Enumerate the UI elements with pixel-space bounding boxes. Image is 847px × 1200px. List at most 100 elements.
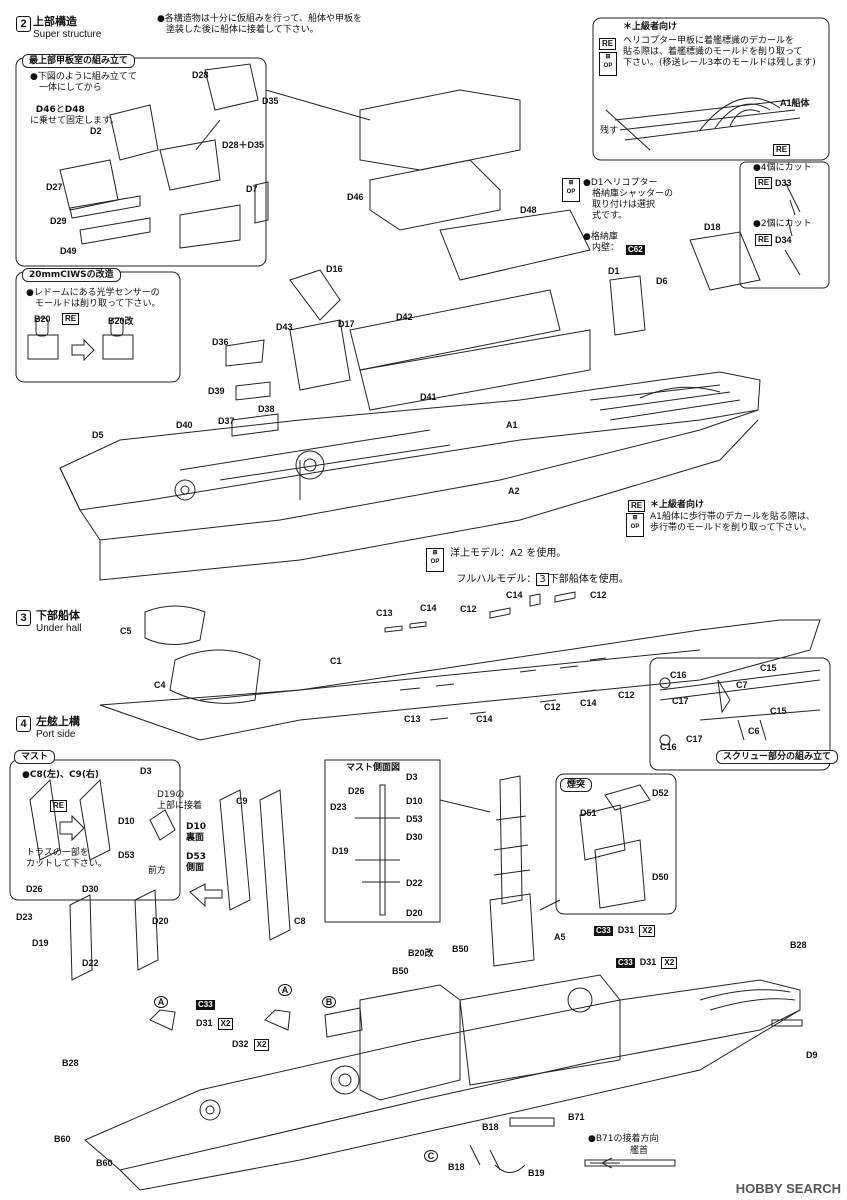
part-label: D22 — [82, 958, 99, 968]
hull-step3 — [99, 591, 821, 741]
label-a1-hull: A1船体 — [780, 98, 810, 108]
cut4-text: ●4個にカット — [753, 163, 812, 173]
part-label: D1 — [608, 266, 620, 276]
part-label: C12 — [590, 590, 607, 600]
part-label: C12 — [544, 702, 561, 712]
part-label: D29 — [50, 216, 67, 226]
part-d48-ref: D48 — [64, 105, 85, 115]
hull-step2 — [59, 371, 761, 581]
part-label: C — [424, 1150, 438, 1162]
part-label: D7 — [246, 184, 258, 194]
part-label: D10 — [118, 816, 135, 826]
mast-c8c9: ●C8(左)、C9(右) — [22, 770, 100, 780]
part-label: D28＋D35 — [222, 140, 265, 150]
re-badge-cut2: RE — [755, 234, 773, 246]
part-label: B50 — [452, 944, 469, 954]
b71-note-l1: ●B71の接着方向 — [588, 1134, 659, 1144]
label-d31-b: D31 — [639, 957, 657, 967]
part-label: D19 — [32, 938, 49, 948]
part-label: D40 — [176, 420, 193, 430]
part-label: B — [322, 996, 336, 1008]
funnel-art — [579, 784, 651, 909]
step4-number: 4 — [16, 716, 31, 732]
part-label: B60 — [96, 1158, 113, 1168]
box-funnel-frame — [555, 773, 677, 915]
part-label: D26 — [348, 786, 365, 796]
op-icon-door: ⊞OP — [562, 178, 580, 202]
part-label: C12 — [618, 690, 635, 700]
part-label: D3 — [140, 766, 152, 776]
x2-badge-4: X2 — [253, 1039, 270, 1051]
part-label: C14 — [476, 714, 493, 724]
part-label: D48 — [520, 205, 537, 215]
part-label: D9 — [806, 1050, 818, 1060]
b71-arrow-art — [584, 1157, 676, 1169]
part-label: D51 — [580, 808, 597, 818]
d10-back-note: D10 裏面 — [186, 822, 206, 843]
part-label: D17 — [338, 319, 355, 329]
adv2-head: ＊上級者向け — [650, 500, 705, 510]
part-d46-ref: D46 — [35, 105, 56, 115]
box-mast-frame — [9, 759, 181, 901]
part-label: C17 — [686, 734, 703, 744]
part-label: A2 — [508, 486, 520, 496]
op-note-l2c: 下部船体を使用。 — [548, 574, 629, 585]
screw-label: スクリュー部分の組み立て — [716, 750, 839, 764]
part-label: D42 — [396, 312, 413, 322]
front-note: 前方 — [148, 866, 167, 876]
part-label: D50 — [652, 872, 669, 882]
part-label: C12 — [460, 604, 477, 614]
c33-tag-3: C33 D31 X2 — [196, 992, 234, 1030]
part-label: A1 — [506, 420, 518, 430]
re-badge-adv2: RE — [628, 500, 646, 512]
re-badge-cut4: RE — [755, 177, 773, 189]
c33-badge-3: C33 — [196, 1000, 215, 1010]
mast-text: トラスの一部を カットして下さい。 — [26, 848, 107, 869]
box-top-tail: に乗せて固定します。 — [30, 116, 120, 126]
step4-en: Port side — [36, 729, 76, 740]
part-label: B18 — [448, 1162, 465, 1172]
part-label: C5 — [120, 626, 132, 636]
label-b20kai: B20改 — [108, 316, 134, 326]
part-label: C14 — [506, 590, 523, 600]
part-label: D43 — [276, 322, 293, 332]
re-badge-mast: RE — [50, 800, 68, 812]
heli-deck-art — [614, 97, 801, 141]
step3-title: 下部船体 — [36, 609, 80, 622]
op-note-l2a: フルハルモデル： — [456, 574, 537, 585]
part-label: D5 — [92, 430, 104, 440]
part-label: D30 — [406, 832, 423, 842]
part-label: D39 — [208, 386, 225, 396]
hangar-text: ●格納庫 内壁： — [583, 232, 620, 253]
box-top-parts — [59, 63, 269, 249]
label-d31-c: D31 — [196, 1018, 213, 1028]
funnel-title: 煙突 — [560, 778, 593, 792]
part-label: C14 — [420, 603, 437, 613]
watermark-logo: HOBBY SEARCH — [735, 1181, 841, 1196]
part-label: B28 — [62, 1058, 79, 1068]
label-nokosu: 残す — [600, 126, 619, 136]
part-label: C16 — [660, 742, 677, 752]
c62-tag: C62 — [626, 245, 645, 255]
part-label: B18 — [482, 1122, 499, 1132]
part-label: D16 — [326, 264, 343, 274]
box-screw-frame — [649, 657, 831, 771]
step2-number: 2 — [16, 16, 31, 32]
step3-en: Under hall — [36, 623, 82, 634]
box-ciws-text: ●レドームにある光学センサーの モールドは削り取って下さい。 — [26, 288, 161, 309]
box-cuts-frame — [739, 161, 830, 289]
d53-side-note: D53 側面 — [186, 852, 206, 873]
part-label: D38 — [258, 404, 275, 414]
d19-note: D19の 上部に接着 — [157, 790, 203, 811]
part-label: C15 — [760, 663, 777, 673]
ciws-parts — [27, 317, 134, 362]
part-label: B50 — [392, 966, 409, 976]
part-label: C7 — [736, 680, 748, 690]
step3-number: 3 — [16, 610, 31, 626]
label-d33: D33 — [775, 178, 792, 188]
label-d31-a: D31 — [617, 925, 635, 935]
adv2-text: A1船体に歩行帯のデカールを貼る際は、 歩行帯のモールドを削り取って下さい。 — [650, 512, 815, 533]
part-label: A — [154, 996, 168, 1008]
part-label: D36 — [212, 337, 229, 347]
